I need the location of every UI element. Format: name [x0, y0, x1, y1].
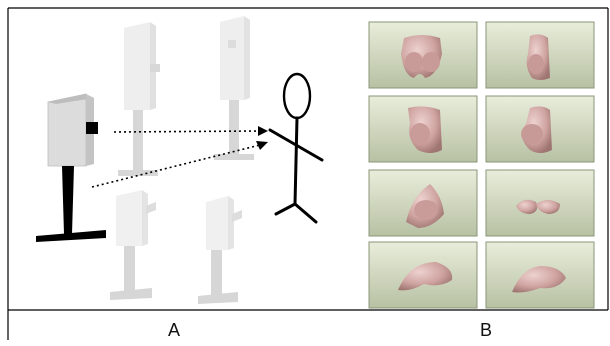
thumbnail-breast-surfaces [486, 170, 594, 236]
thumbnail-side [486, 22, 594, 88]
scanner-main [36, 94, 106, 242]
scanner-faded-top-right [214, 16, 254, 160]
scanner-faded-bottom-right [198, 196, 242, 304]
panel-b-thumbnails [369, 22, 594, 308]
stick-figure [270, 74, 322, 222]
thumbnail-frontal [369, 22, 477, 88]
panel-b-label: B [466, 320, 506, 341]
scanner-faded-top-left [118, 22, 160, 176]
thumbnail-surface-right [486, 242, 594, 308]
thumbnail-surface-left [369, 242, 477, 308]
panel-a-illustration [36, 16, 322, 304]
thumbnail-oblique-cropped [369, 170, 477, 236]
scanner-faded-bottom-left [110, 190, 156, 300]
thumbnail-oblique [369, 96, 477, 162]
panel-a-label: A [154, 320, 194, 341]
thumbnail-profile [486, 96, 594, 162]
